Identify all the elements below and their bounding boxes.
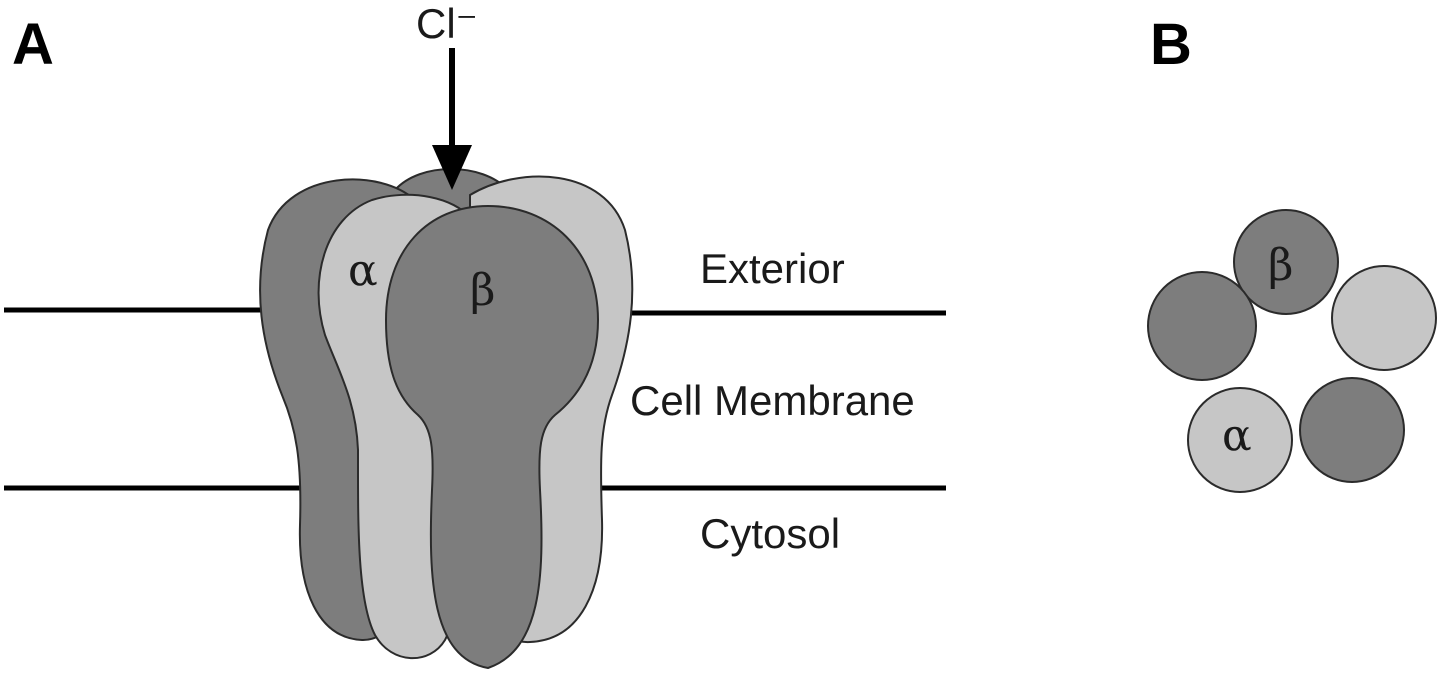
panel-b-letter: B <box>1150 12 1192 77</box>
pentamer-left-upper-subunit <box>1147 271 1257 381</box>
beta-label-panel-b: β <box>1268 240 1293 291</box>
cell-membrane-label: Cell Membrane <box>630 377 915 424</box>
exterior-label: Exterior <box>700 245 845 292</box>
cytosol-label: Cytosol <box>700 510 840 557</box>
alpha-label-panel-a: α <box>348 245 378 296</box>
receptor-channel <box>259 168 634 670</box>
pentamer-right-lower-subunit <box>1299 377 1405 483</box>
chloride-ion-label: Cl⁻ <box>416 0 478 47</box>
panel-a-letter: A <box>12 12 54 77</box>
pentamer-alpha-subunit <box>1187 387 1293 493</box>
pentamer-beta-subunit <box>1233 209 1339 315</box>
pentamer-top-view <box>1147 209 1437 493</box>
beta-subunit <box>384 204 600 670</box>
beta-label-panel-a: β <box>470 265 495 316</box>
alpha-label-panel-b: α <box>1222 410 1252 461</box>
pentamer-right-upper-subunit <box>1331 265 1437 371</box>
ion-flow-arrow-head <box>432 145 472 190</box>
